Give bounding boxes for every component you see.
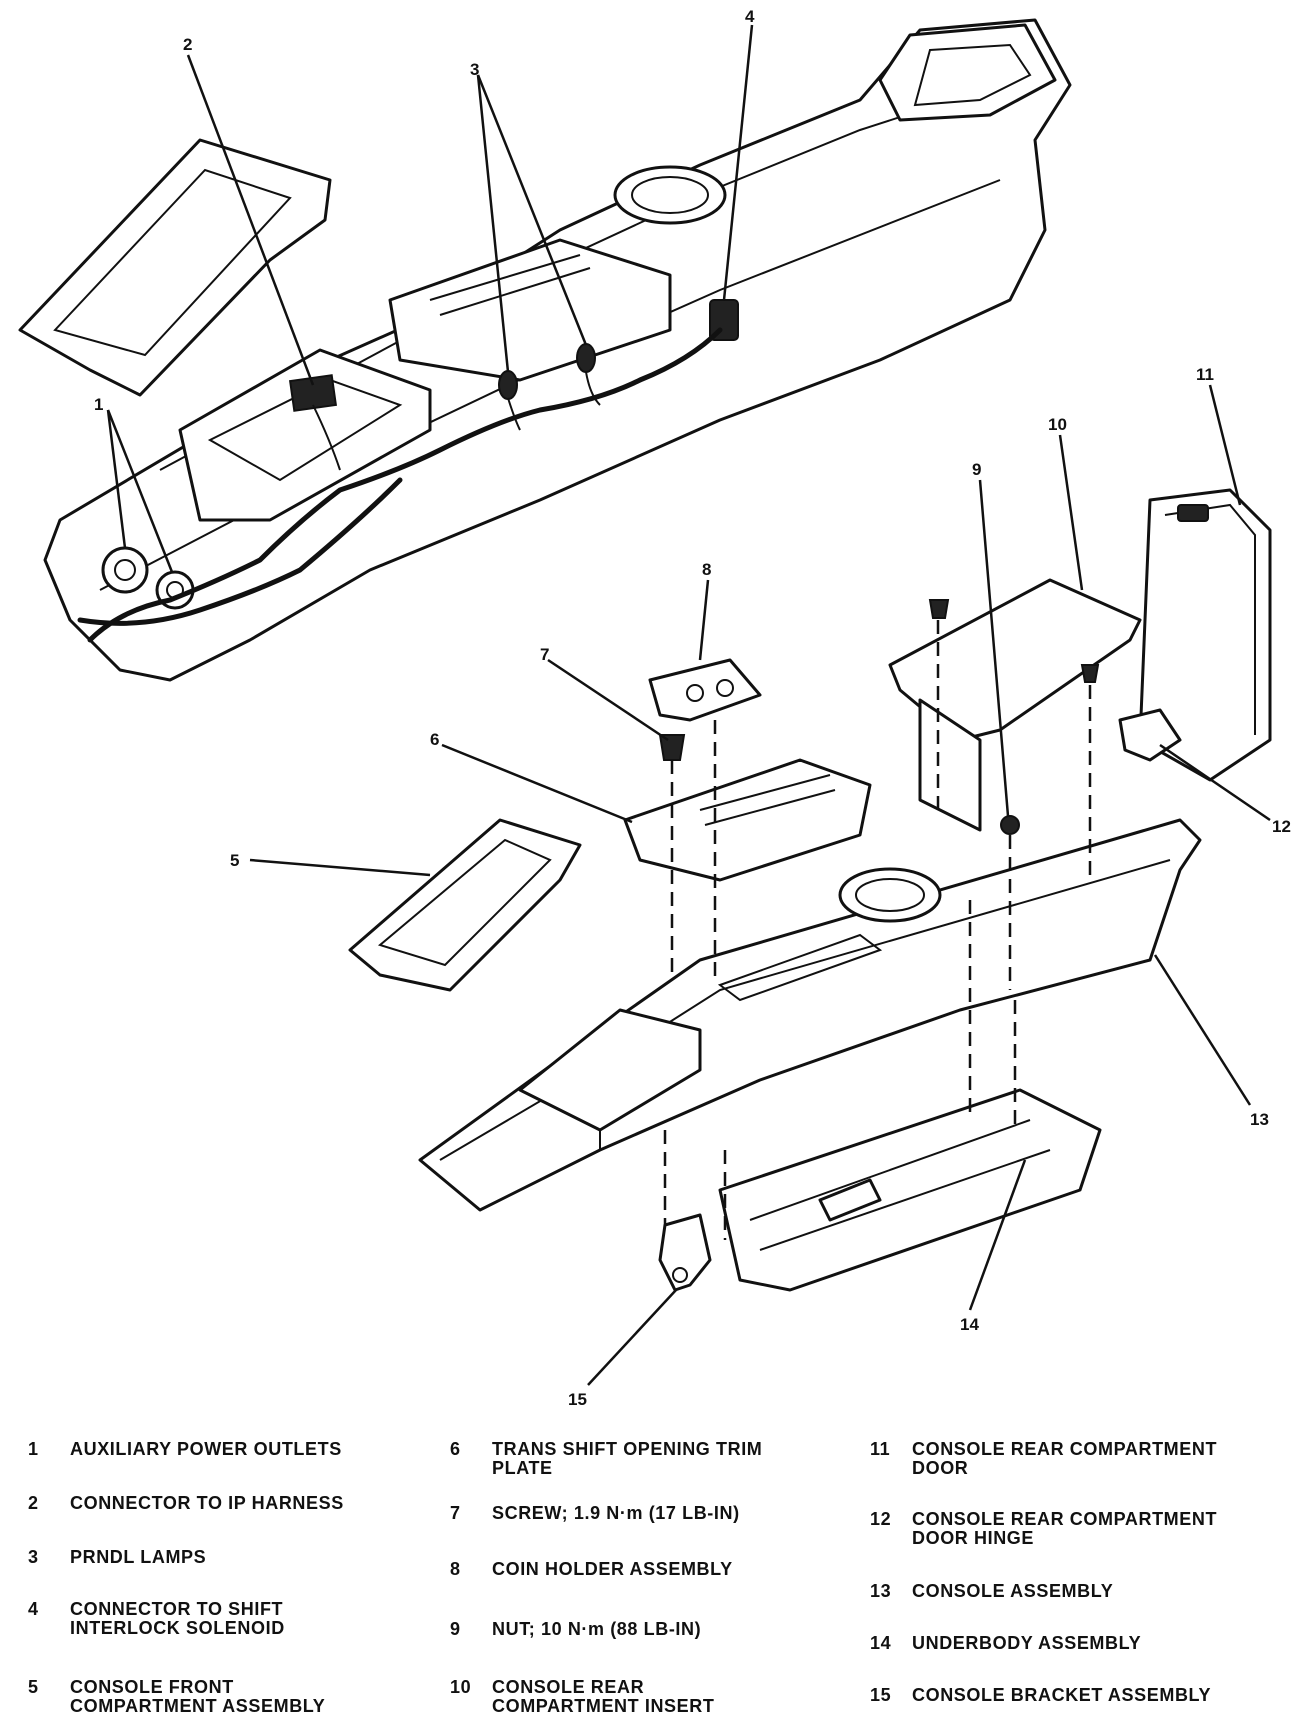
legend-description: TRANS SHIFT OPENING TRIM PLATE bbox=[492, 1439, 763, 1478]
legend-number: 1 bbox=[28, 1439, 39, 1459]
legend-item-11: 11 CONSOLE REAR COMPARTMENT DOOR bbox=[870, 1440, 1242, 1478]
legend-number: 4 bbox=[28, 1599, 39, 1619]
callout-8: 8 bbox=[702, 560, 711, 579]
legend-number: 9 bbox=[450, 1619, 461, 1639]
legend-description: CONSOLE REAR COMPARTMENT DOOR bbox=[912, 1439, 1218, 1478]
upper-console-assembly bbox=[18, 18, 1072, 682]
legend-number: 11 bbox=[870, 1439, 891, 1459]
console-exploded-diagram: 1 2 3 4 5 6 7 8 9 10 11 12 13 14 15 bbox=[18, 7, 1291, 1409]
legend-number: 14 bbox=[870, 1633, 892, 1653]
legend-item-13: 13 CONSOLE ASSEMBLY bbox=[870, 1582, 1242, 1601]
legend-description: CONSOLE REAR COMPARTMENT DOOR HINGE bbox=[912, 1509, 1218, 1548]
callout-3: 3 bbox=[470, 60, 479, 79]
legend-item-8: 8 COIN HOLDER ASSEMBLY bbox=[450, 1560, 822, 1579]
legend-item-6: 6 TRANS SHIFT OPENING TRIM PLATE bbox=[450, 1440, 822, 1478]
legend-number: 13 bbox=[870, 1581, 892, 1601]
callout-1: 1 bbox=[94, 395, 103, 414]
legend-number: 10 bbox=[450, 1677, 472, 1697]
callout-7: 7 bbox=[540, 645, 549, 664]
callout-4: 4 bbox=[745, 7, 755, 26]
legend-number: 7 bbox=[450, 1503, 461, 1523]
callout-12: 12 bbox=[1272, 817, 1291, 836]
lower-console-assembly bbox=[348, 488, 1272, 1292]
legend-item-9: 9 NUT; 10 N·m (88 LB-IN) bbox=[450, 1620, 822, 1639]
legend-item-2: 2 CONNECTOR TO IP HARNESS bbox=[28, 1494, 400, 1513]
callout-6: 6 bbox=[430, 730, 439, 749]
legend-item-5: 5 CONSOLE FRONT COMPARTMENT ASSEMBLY bbox=[28, 1678, 400, 1716]
legend-item-4: 4 CONNECTOR TO SHIFT INTERLOCK SOLENOID bbox=[28, 1600, 400, 1638]
legend-number: 8 bbox=[450, 1559, 461, 1579]
legend-item-15: 15 CONSOLE BRACKET ASSEMBLY bbox=[870, 1686, 1242, 1705]
legend-number: 12 bbox=[870, 1509, 892, 1529]
legend-number: 5 bbox=[28, 1677, 39, 1697]
callout-14: 14 bbox=[960, 1315, 979, 1334]
legend-description: SCREW; 1.9 N·m (17 LB-IN) bbox=[492, 1503, 740, 1523]
legend-description: CONSOLE ASSEMBLY bbox=[912, 1581, 1114, 1601]
legend-description: PRNDL LAMPS bbox=[70, 1547, 207, 1567]
callout-5: 5 bbox=[230, 851, 239, 870]
legend-item-14: 14 UNDERBODY ASSEMBLY bbox=[870, 1634, 1242, 1653]
legend-item-1: 1 AUXILIARY POWER OUTLETS bbox=[28, 1440, 400, 1459]
legend-description: CONNECTOR TO SHIFT INTERLOCK SOLENOID bbox=[70, 1599, 285, 1638]
legend-description: AUXILIARY POWER OUTLETS bbox=[70, 1439, 342, 1459]
legend-number: 6 bbox=[450, 1439, 461, 1459]
legend-description: CONNECTOR TO IP HARNESS bbox=[70, 1493, 344, 1513]
legend-description: COIN HOLDER ASSEMBLY bbox=[492, 1559, 733, 1579]
callout-9: 9 bbox=[972, 460, 981, 479]
legend-number: 2 bbox=[28, 1493, 39, 1513]
legend-item-10: 10 CONSOLE REAR COMPARTMENT INSERT bbox=[450, 1678, 822, 1716]
legend-item-3: 3 PRNDL LAMPS bbox=[28, 1548, 400, 1567]
legend-number: 3 bbox=[28, 1547, 39, 1567]
callout-15: 15 bbox=[568, 1390, 587, 1409]
legend-description: CONSOLE FRONT COMPARTMENT ASSEMBLY bbox=[70, 1677, 326, 1716]
callout-2: 2 bbox=[183, 35, 192, 54]
legend-description: CONSOLE BRACKET ASSEMBLY bbox=[912, 1685, 1212, 1705]
callout-labels: 1 2 3 4 5 6 7 8 9 10 11 12 13 14 15 bbox=[94, 7, 1291, 1409]
legend-description: CONSOLE REAR COMPARTMENT INSERT bbox=[492, 1677, 715, 1716]
legend-item-12: 12 CONSOLE REAR COMPARTMENT DOOR HINGE bbox=[870, 1510, 1242, 1548]
legend-item-7: 7 SCREW; 1.9 N·m (17 LB-IN) bbox=[450, 1504, 822, 1523]
legend-number: 15 bbox=[870, 1685, 892, 1705]
parts-legend: 1 AUXILIARY POWER OUTLETS 2 CONNECTOR TO… bbox=[28, 1440, 1288, 1726]
leader-lines bbox=[106, 24, 1271, 1386]
legend-description: NUT; 10 N·m (88 LB-IN) bbox=[492, 1619, 702, 1639]
callout-11: 11 bbox=[1196, 365, 1214, 384]
callout-13: 13 bbox=[1250, 1110, 1269, 1129]
legend-description: UNDERBODY ASSEMBLY bbox=[912, 1633, 1142, 1653]
callout-10: 10 bbox=[1048, 415, 1067, 434]
